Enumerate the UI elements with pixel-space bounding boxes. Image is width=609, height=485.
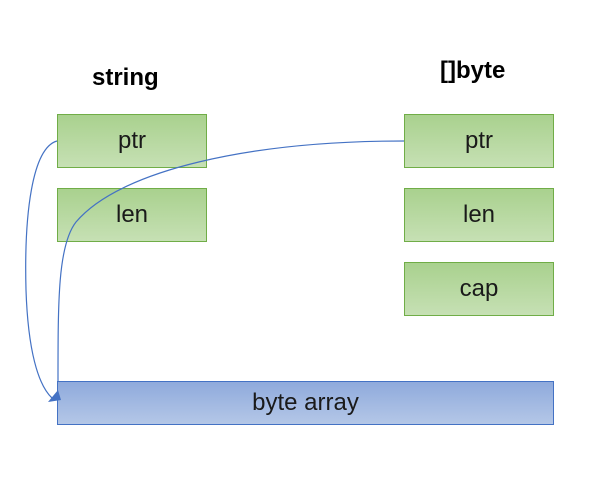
byte-slice-cap-field: cap bbox=[404, 262, 554, 316]
string-len-field: len bbox=[57, 188, 207, 242]
byte-slice-ptr-field: ptr bbox=[404, 114, 554, 168]
byte-array-label: byte array bbox=[252, 389, 359, 416]
string-len-label: len bbox=[115, 201, 149, 228]
string-ptr-label: ptr bbox=[117, 127, 146, 154]
byte-slice-len-field: len bbox=[404, 188, 554, 242]
byte-slice-len-label: len bbox=[462, 201, 496, 228]
byte-slice-ptr-label: ptr bbox=[464, 127, 493, 154]
string-ptr-arrow bbox=[25, 140, 58, 399]
string-ptr-field: ptr bbox=[57, 114, 207, 168]
byte-slice-title: []byte bbox=[440, 57, 506, 84]
string-title: string bbox=[92, 64, 159, 91]
byte-array-block: byte array bbox=[57, 381, 554, 425]
byte-slice-ptr-arrow bbox=[57, 140, 405, 383]
byte-slice-cap-label: cap bbox=[459, 275, 499, 302]
